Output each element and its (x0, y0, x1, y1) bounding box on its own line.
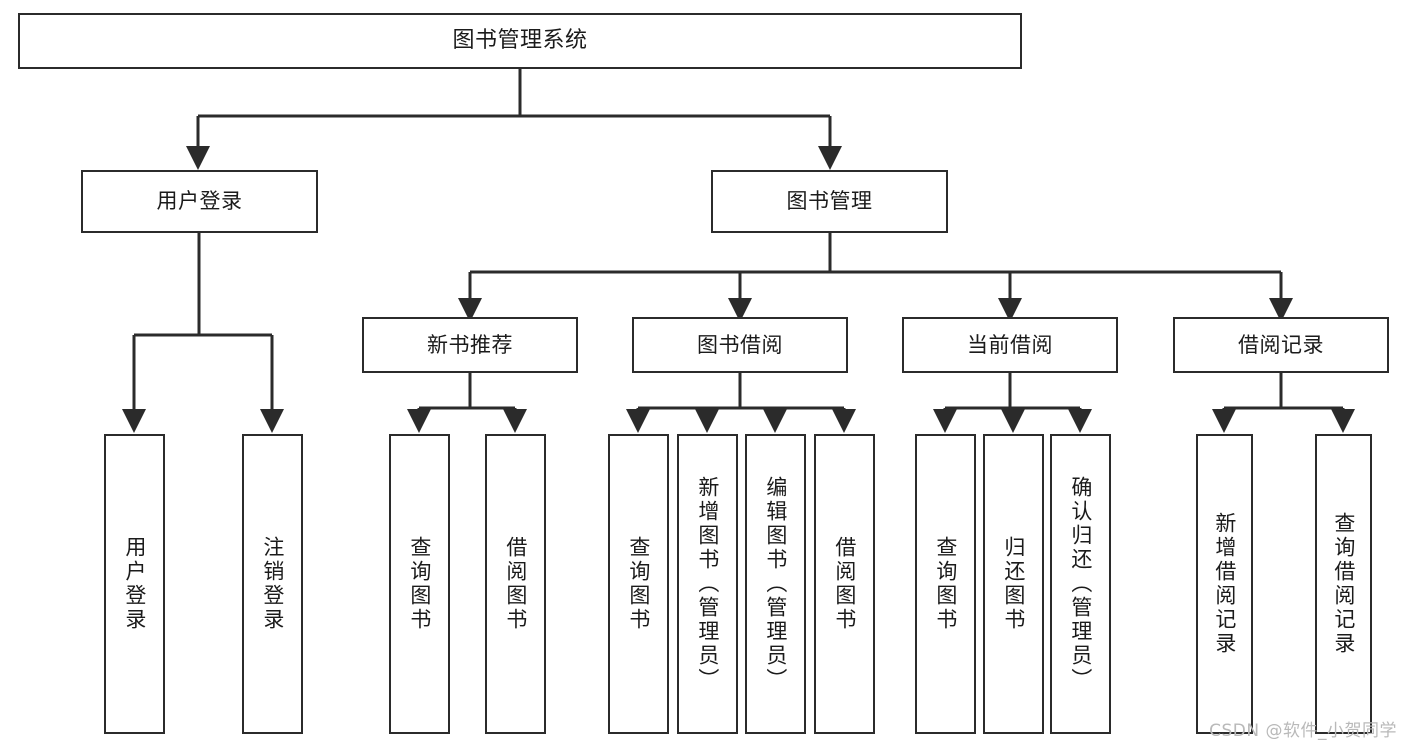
node-label: 注销登录 (260, 536, 285, 632)
node-label: 图书管理 (786, 189, 873, 214)
leaf-current-borrow-query[interactable]: 查询图书 (915, 434, 976, 734)
node-label: 借阅图书 (832, 536, 857, 632)
node-label: 新增借阅记录 (1212, 512, 1237, 656)
node-label: 查询图书 (933, 536, 958, 632)
node-root-system[interactable]: 图书管理系统 (18, 13, 1022, 69)
leaf-book-borrow-edit[interactable]: 编辑图书（管理员） (745, 434, 806, 734)
node-label: 新增图书（管理员） (695, 476, 720, 692)
watermark: CSDN @软件_小贺同学 (1209, 721, 1397, 741)
leaf-new-book-query[interactable]: 查询图书 (389, 434, 450, 734)
node-label: 确认归还（管理员） (1068, 476, 1093, 692)
leaf-new-book-borrow[interactable]: 借阅图书 (485, 434, 546, 734)
node-label: 编辑图书（管理员） (763, 476, 788, 692)
leaf-current-borrow-return[interactable]: 归还图书 (983, 434, 1044, 734)
node-label: 查询借阅记录 (1331, 512, 1356, 656)
node-label: 图书管理系统 (452, 28, 588, 54)
leaf-book-borrow-borrow[interactable]: 借阅图书 (814, 434, 875, 734)
node-label: 借阅记录 (1238, 332, 1324, 357)
node-book-management[interactable]: 图书管理 (711, 170, 948, 233)
leaf-borrow-record-query[interactable]: 查询借阅记录 (1315, 434, 1372, 734)
leaf-current-borrow-confirm-return[interactable]: 确认归还（管理员） (1050, 434, 1111, 734)
leaf-book-borrow-query[interactable]: 查询图书 (608, 434, 669, 734)
node-label: 用户登录 (122, 536, 147, 632)
node-borrow-record[interactable]: 借阅记录 (1173, 317, 1389, 373)
node-label: 查询图书 (626, 536, 651, 632)
node-new-book-recommend[interactable]: 新书推荐 (362, 317, 578, 373)
node-label: 图书借阅 (697, 332, 783, 357)
node-book-borrow[interactable]: 图书借阅 (632, 317, 848, 373)
node-current-borrow[interactable]: 当前借阅 (902, 317, 1118, 373)
leaf-borrow-record-add[interactable]: 新增借阅记录 (1196, 434, 1253, 734)
leaf-user-login-logout[interactable]: 注销登录 (242, 434, 303, 734)
node-label: 新书推荐 (427, 332, 513, 357)
node-user-login[interactable]: 用户登录 (81, 170, 318, 233)
node-label: 归还图书 (1001, 536, 1026, 632)
leaf-user-login-login[interactable]: 用户登录 (104, 434, 165, 734)
node-label: 查询图书 (407, 536, 432, 632)
leaf-book-borrow-add[interactable]: 新增图书（管理员） (677, 434, 738, 734)
node-label: 用户登录 (156, 189, 243, 214)
node-label: 当前借阅 (967, 332, 1053, 357)
node-label: 借阅图书 (503, 536, 528, 632)
